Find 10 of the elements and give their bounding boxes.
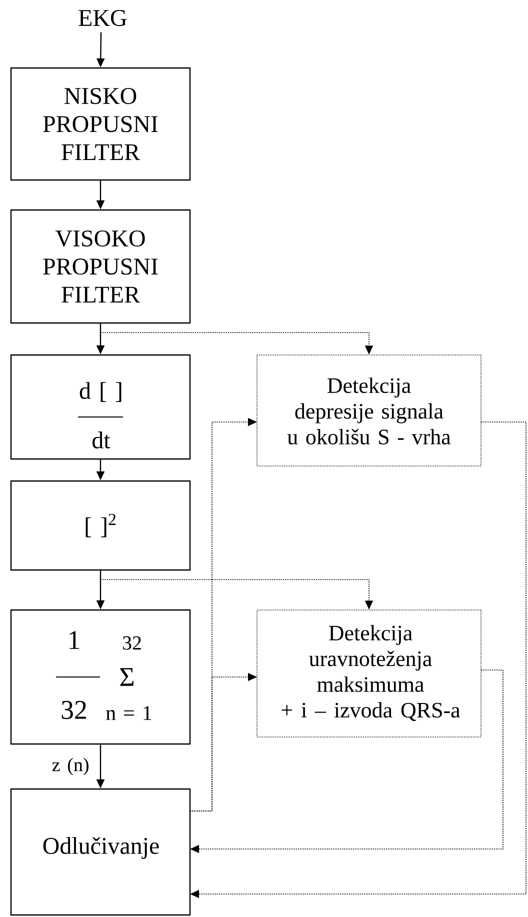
detection-box: Detekcija uravnoteženja maksimuma + i – izvoda QRS-a xyxy=(256,610,482,738)
signal-label: EKG xyxy=(78,10,127,26)
edge-label: z (n) xyxy=(50,756,90,776)
process-box: d [ ] dt xyxy=(10,354,191,460)
process-box: [ ]$^{2}$ xyxy=(10,480,191,571)
process-box: 1 32 Σ 32 n = 1 xyxy=(10,609,191,745)
process-box: NISKO PROPUSNI FILTER xyxy=(10,67,191,181)
detection-box: Detekcija depresije signala u okolišu S - vrha xyxy=(256,354,482,466)
process-box: VISOKO PROPUSNI FILTER xyxy=(10,209,191,324)
process-box: Odlučivanje xyxy=(10,788,191,916)
